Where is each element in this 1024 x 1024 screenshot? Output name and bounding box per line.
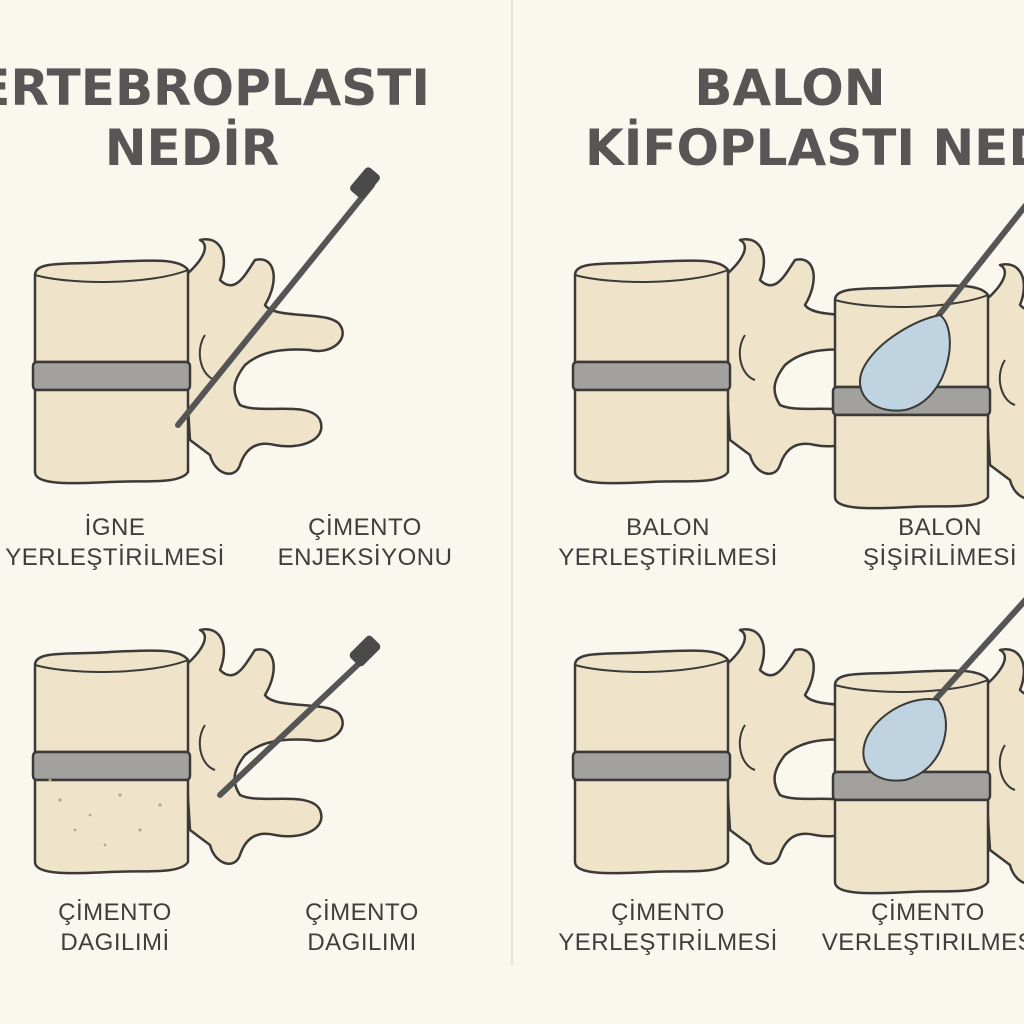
needle-icon [175,182,375,428]
label-line: DAGILIMİ [60,929,169,956]
label-line: ŞİŞİRİLİMESİ [863,544,1017,571]
vertebra-cement-placement-balloon [831,597,1024,895]
needle-icon [932,202,1024,322]
label-line: ÇİMENTO [58,899,172,926]
balloon-icon [862,698,947,782]
label-line: DAGILIMI [307,929,416,956]
label-line: YERLEŞTİRİLMESİ [558,544,778,571]
needle-icon [932,597,1024,703]
label-line: ÇİMENTO [611,899,725,926]
label-line: İGNE [85,514,146,541]
vertebra-balloon-inflation [831,202,1024,510]
vertebra-cement-distribution [31,627,381,875]
step-labels: İGNE YERLEŞTİRİLMESİ ÇİMENTO ENJEKSİYONU… [5,514,1024,956]
label-line: ÇİMENTO [305,899,419,926]
vertebroplasty-title-line2: NEDİR [105,119,280,177]
balloon-icon [859,313,951,412]
label-line: YERLEŞTİRİLMESİ [5,544,225,571]
label-line: BALON [626,514,710,541]
kyphoplasty-title-line1: BALON [694,59,885,117]
kyphoplasty-title-line2: KİFOPLASTI NEDİ [585,119,1024,177]
vertebroplasty-title-line1: VERTEBROPLASTI [0,59,430,117]
label-line: VERLEŞTIRILMES [822,929,1024,956]
label-line: ÇİMENTO [308,514,422,541]
needle-icon [217,652,371,798]
vertebra-needle-insertion [31,167,380,485]
label-line: ENJEKSİYONU [278,544,453,571]
label-line: ÇİMENTO [871,899,985,926]
label-line: BALON [898,514,982,541]
label-line: YERLEŞTIRİLMESİ [558,929,778,956]
